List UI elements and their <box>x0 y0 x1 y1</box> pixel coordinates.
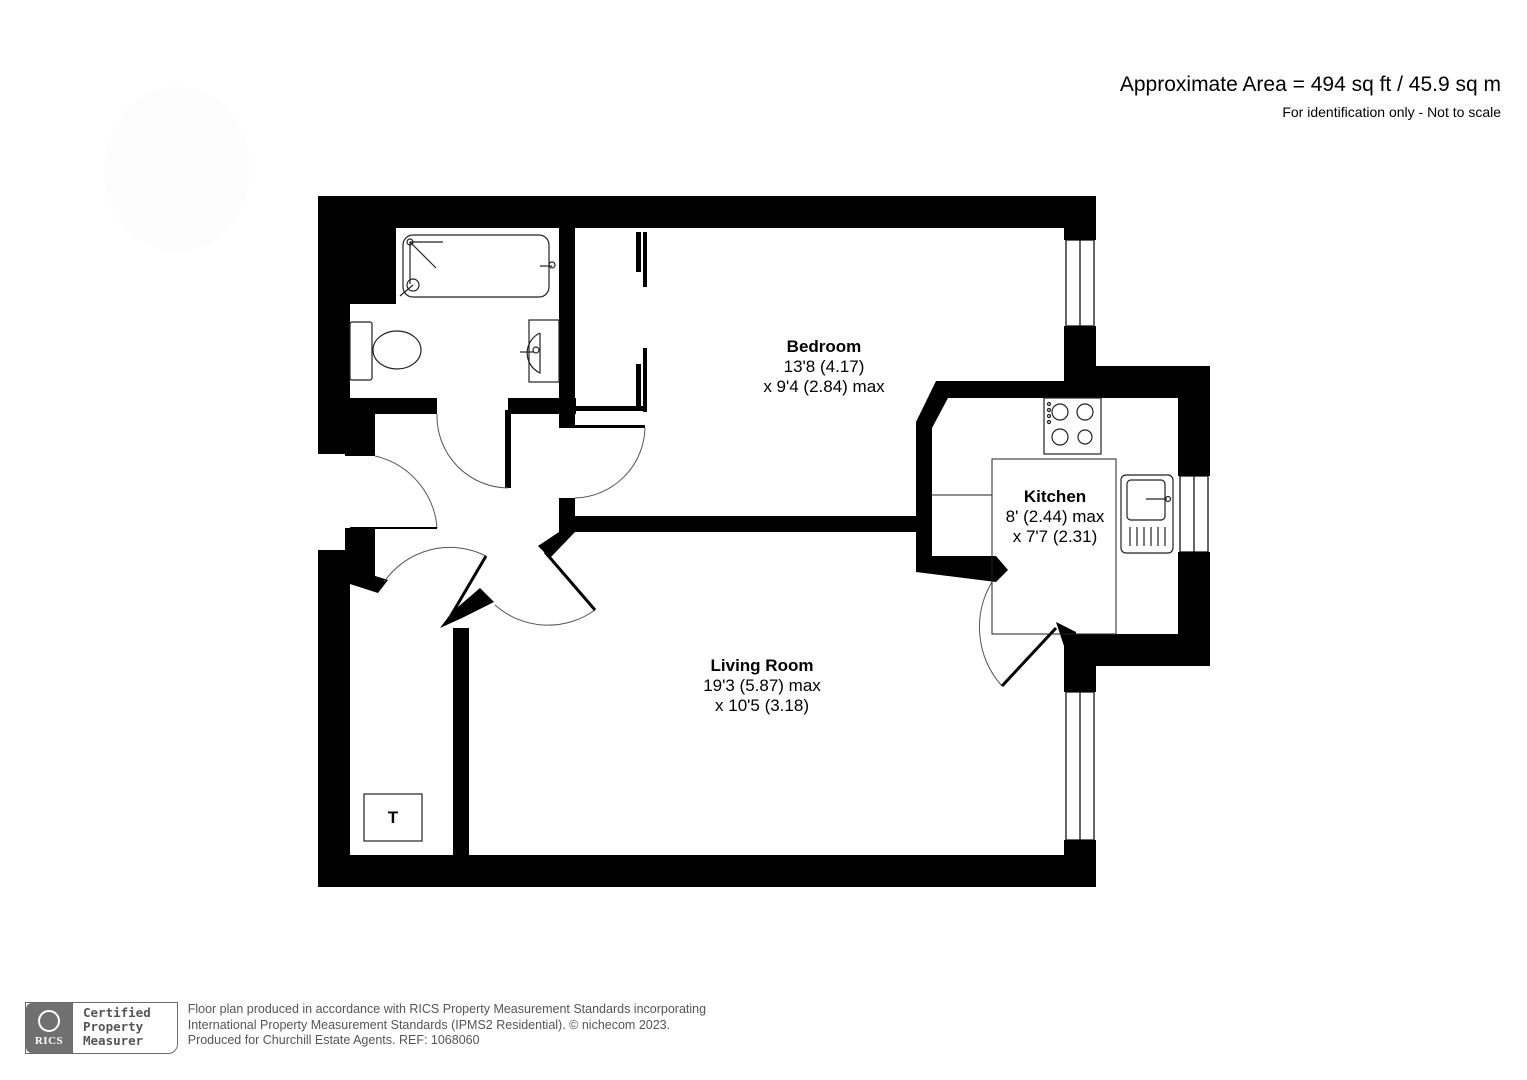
room-label-kitchen: Kitchen 8' (2.44) max x 7'7 (2.31) <box>1005 487 1105 546</box>
scale-note: For identification only - Not to scale <box>1282 104 1501 120</box>
room-label-living-room: Living Room 19'3 (5.87) max x 10'5 (3.18… <box>703 656 821 715</box>
hob <box>1043 397 1102 455</box>
bathtub <box>396 228 559 304</box>
door-swings <box>350 413 1058 688</box>
footer-disclaimer: Floor plan produced in accordance with R… <box>187 1002 707 1047</box>
room-label-bedroom: Bedroom 13'8 (4.17) x 9'4 (2.84) max <box>763 337 885 396</box>
walls <box>318 196 1210 887</box>
windows <box>1065 239 1209 841</box>
kitchen-sink <box>1120 474 1174 554</box>
rics-logo: RICS <box>26 1003 72 1053</box>
rics-crest-icon <box>38 1009 60 1032</box>
kitchen-worktop <box>932 458 1117 635</box>
toilet <box>349 321 422 381</box>
rics-badge: RICS Certified Property Measurer <box>25 1002 178 1054</box>
washbasin <box>520 319 560 383</box>
tank-cupboard-label: T <box>387 808 399 827</box>
watermark-shape <box>104 86 250 252</box>
approximate-area: Approximate Area = 494 sq ft / 45.9 sq m <box>1119 73 1501 96</box>
certified-property-measurer: Certified Property Measurer <box>72 1003 177 1053</box>
area-header: Approximate Area = 494 sq ft / 45.9 sq m… <box>1120 72 1501 122</box>
footer: RICS Certified Property Measurer Floor p… <box>25 1002 706 1054</box>
tank-cupboard <box>363 793 423 842</box>
